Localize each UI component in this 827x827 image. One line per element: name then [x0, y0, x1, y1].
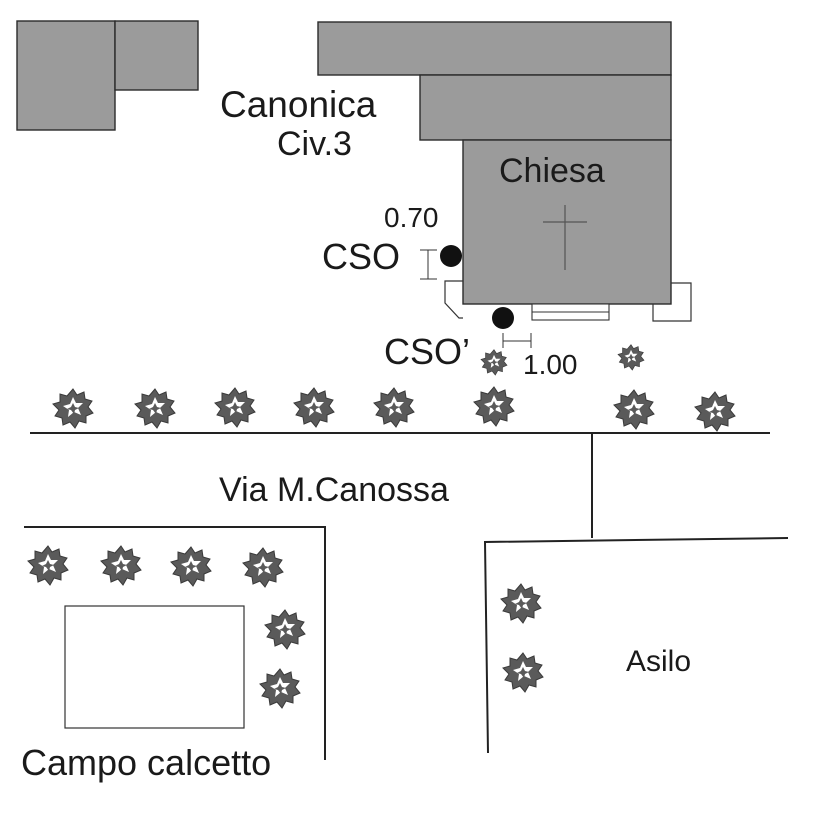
building-canonica [419, 74, 672, 141]
shrub-icon [259, 668, 301, 709]
station-marker-icon [440, 245, 462, 267]
label-dim-cso-prime: 1.00 [523, 349, 578, 380]
shrub-icon [480, 349, 508, 376]
dimension-0-70 [420, 249, 437, 280]
building-upper [317, 21, 672, 76]
label-cso-prime: CSO’ [384, 331, 470, 372]
building-top-left [16, 20, 116, 131]
shrub-icon [214, 387, 256, 428]
label-dim-cso: 0.70 [384, 202, 439, 233]
label-civico: Civ.3 [277, 125, 352, 163]
shrub-icon [473, 386, 515, 427]
shrub-icon [52, 388, 94, 429]
campo-field [64, 605, 245, 729]
label-chiesa: Chiesa [499, 152, 605, 190]
station-marker-icon [492, 307, 514, 329]
shrub-icon [293, 387, 335, 428]
shrub-icon [694, 391, 736, 432]
label-street: Via M.Canossa [219, 471, 449, 509]
dimension-1-00 [502, 333, 532, 348]
cross-icon [543, 205, 587, 270]
entrance-right-wing [652, 282, 692, 322]
label-campo: Campo calcetto [21, 742, 271, 783]
shrub-icon [502, 652, 544, 693]
label-canonica: Canonica [220, 84, 377, 125]
shrub-icon [27, 545, 69, 586]
shrub-icon [242, 547, 284, 588]
shrub-icon [100, 545, 142, 586]
shrub-icon [373, 387, 415, 428]
building-top-left-annex [114, 20, 199, 91]
entrance-left-wing [444, 280, 463, 319]
shrub-icon [264, 609, 306, 650]
campo-boundary [24, 526, 326, 760]
shrub-icon [134, 388, 176, 429]
shrub-icon [170, 546, 212, 587]
shrub-icon [617, 344, 645, 371]
asilo-boundary [483, 537, 789, 754]
label-asilo: Asilo [626, 645, 691, 678]
label-cso: CSO [322, 236, 400, 277]
shrub-icon [500, 583, 542, 624]
shrub-icon [613, 389, 655, 430]
